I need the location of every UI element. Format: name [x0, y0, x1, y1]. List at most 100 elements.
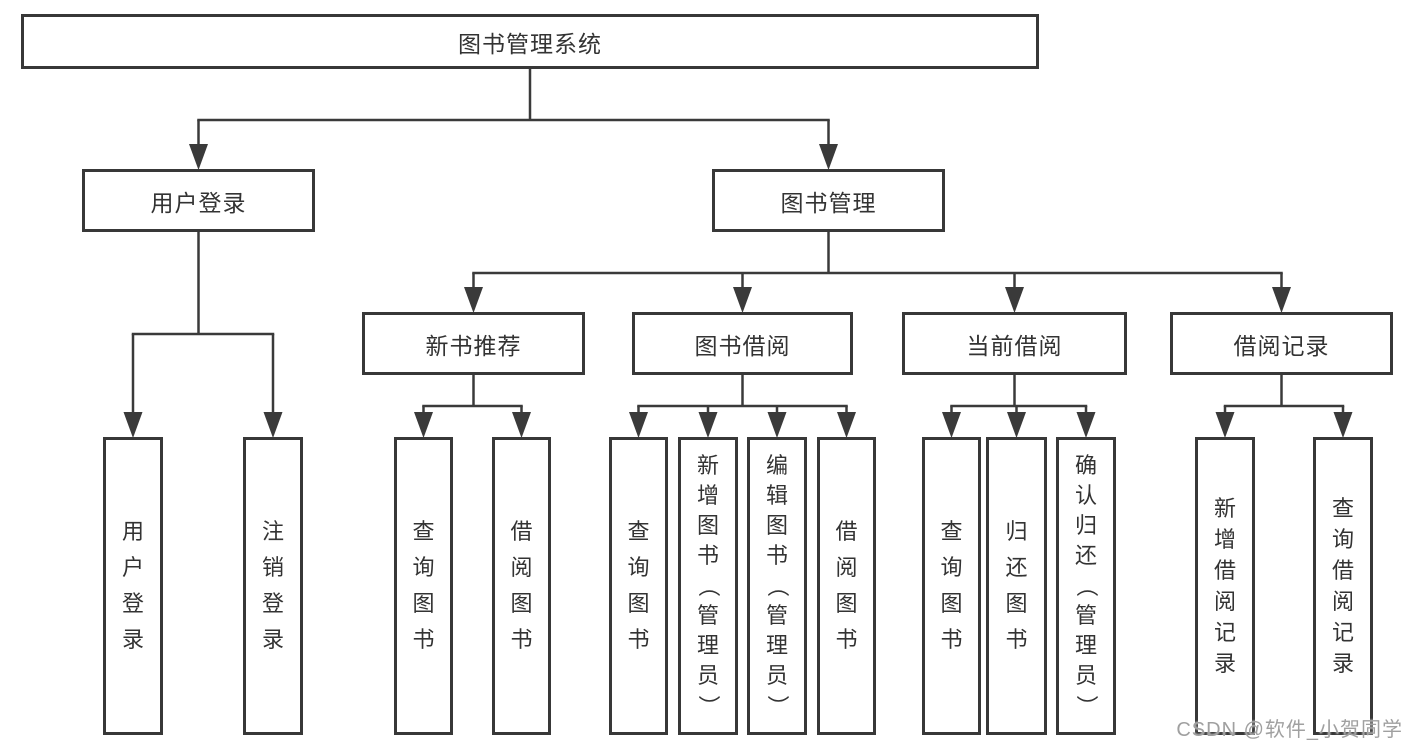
label-char: 书	[697, 543, 720, 568]
arrowhead-nr-borrow	[512, 412, 531, 438]
node-user-login: 用户登录	[82, 169, 315, 232]
label-char: 询	[412, 555, 435, 580]
label-char: 书	[940, 627, 963, 652]
node-br-add: 新增借阅记录	[1195, 437, 1255, 735]
node-bb-add: 新增图书（管理员）	[678, 437, 738, 735]
label-paren: （	[1074, 575, 1099, 598]
label-char: 借	[835, 519, 858, 544]
arrowhead-bb-add	[698, 412, 718, 438]
arrowhead-current-borrow	[1005, 287, 1024, 313]
label-char: 询	[1332, 526, 1355, 552]
label-char: 录	[1214, 650, 1237, 676]
node-book-borrow: 图书借阅	[632, 312, 853, 375]
node-current-borrow: 当前借阅	[902, 312, 1127, 375]
label-paren: ）	[1074, 695, 1099, 718]
label-paren: ）	[765, 695, 790, 718]
node-borrow-records: 借阅记录	[1170, 312, 1393, 375]
arrowhead-cb-confirm	[1076, 412, 1096, 438]
arrowhead-bb-borrow	[837, 412, 856, 438]
arrowhead-bb-query	[629, 412, 648, 438]
label-char: 新	[697, 453, 720, 478]
label-char: 录	[122, 627, 145, 652]
label-char: 借	[1214, 557, 1237, 583]
node-cb-confirm: 确认归还（管理员）	[1056, 437, 1116, 735]
label-char: 辑	[766, 483, 789, 508]
arrowhead-book-borrow	[733, 287, 752, 313]
arrowhead-br-query	[1333, 412, 1353, 438]
node-new-rec: 新书推荐	[362, 312, 585, 375]
label-char: 查	[627, 519, 650, 544]
node-root: 图书管理系统	[21, 14, 1039, 69]
label-char: 阅	[835, 555, 858, 580]
node-logout: 注销登录	[243, 437, 303, 735]
label-char: 理	[766, 633, 789, 658]
label-char: 增	[1214, 526, 1237, 552]
node-nr-borrow: 借阅图书	[492, 437, 551, 735]
label-char: 编	[766, 453, 789, 478]
label-char: 查	[1332, 495, 1355, 521]
arrowhead-borrow-records	[1272, 287, 1291, 313]
node-bb-edit: 编辑图书 （ 管理员 ）	[747, 437, 807, 735]
label-paren: （	[696, 575, 721, 598]
arrowhead-cb-return	[1007, 412, 1026, 438]
label-char: 图	[697, 513, 720, 538]
arrowhead-nr-query	[414, 412, 433, 438]
arrowhead-br-add	[1215, 412, 1235, 438]
label-char: 书	[835, 627, 858, 652]
label-char: 阅	[510, 555, 533, 580]
watermark: CSDN @软件_小贺同学	[1176, 719, 1403, 741]
label-char: 记	[1214, 619, 1237, 645]
node-cb-query: 查询图书	[922, 437, 981, 735]
arrowhead-book-mgmt	[819, 144, 838, 170]
label-char: 销	[262, 555, 285, 580]
label-char: 书	[766, 543, 789, 568]
label-char: 户	[122, 555, 145, 580]
label-char: 员	[1075, 663, 1098, 688]
node-nr-query: 查询图书	[394, 437, 453, 735]
arrowhead-logout	[263, 412, 283, 438]
label-char: 管	[766, 603, 789, 628]
label-char: 书	[510, 627, 533, 652]
label-char: 图	[510, 591, 533, 616]
label-char: 新	[1214, 495, 1237, 521]
label-char: 归	[1005, 519, 1028, 544]
node-login: 用户登录	[103, 437, 163, 735]
label-char: 登	[122, 591, 145, 616]
arrowhead-bb-edit	[767, 412, 787, 438]
label-char: 用	[122, 519, 145, 544]
label-char: 查	[940, 519, 963, 544]
arrowhead-login	[123, 412, 143, 438]
label-char: 借	[510, 519, 533, 544]
label-char: 理	[697, 633, 720, 658]
label-paren: （	[765, 575, 790, 598]
label-char: 图	[835, 591, 858, 616]
label-char: 记	[1332, 619, 1355, 645]
label-char: 阅	[1214, 588, 1237, 614]
label-char: 阅	[1332, 588, 1355, 614]
label-char: 管	[1075, 603, 1098, 628]
label-char: 图	[1005, 591, 1028, 616]
arrowhead-new-rec	[464, 287, 483, 313]
arrowhead-cb-query	[942, 412, 961, 438]
label-char: 书	[627, 627, 650, 652]
label-char: 图	[412, 591, 435, 616]
node-cb-return: 归还图书	[986, 437, 1047, 735]
label-char: 归	[1075, 513, 1098, 538]
label-char: 书	[1005, 627, 1028, 652]
label-char: 录	[262, 627, 285, 652]
label-char: 还	[1075, 543, 1098, 568]
label-char: 确	[1075, 453, 1098, 478]
label-paren: ）	[696, 695, 721, 718]
label-char: 员	[697, 663, 720, 688]
label-char: 认	[1075, 483, 1098, 508]
label-char: 图	[766, 513, 789, 538]
label-char: 增	[697, 483, 720, 508]
label-char: 注	[262, 519, 285, 544]
label-char: 录	[1332, 650, 1355, 676]
label-char: 员	[766, 663, 789, 688]
node-book-mgmt: 图书管理	[712, 169, 945, 232]
label-char: 查	[412, 519, 435, 544]
label-char: 询	[627, 555, 650, 580]
arrowhead-user-login	[189, 144, 208, 170]
